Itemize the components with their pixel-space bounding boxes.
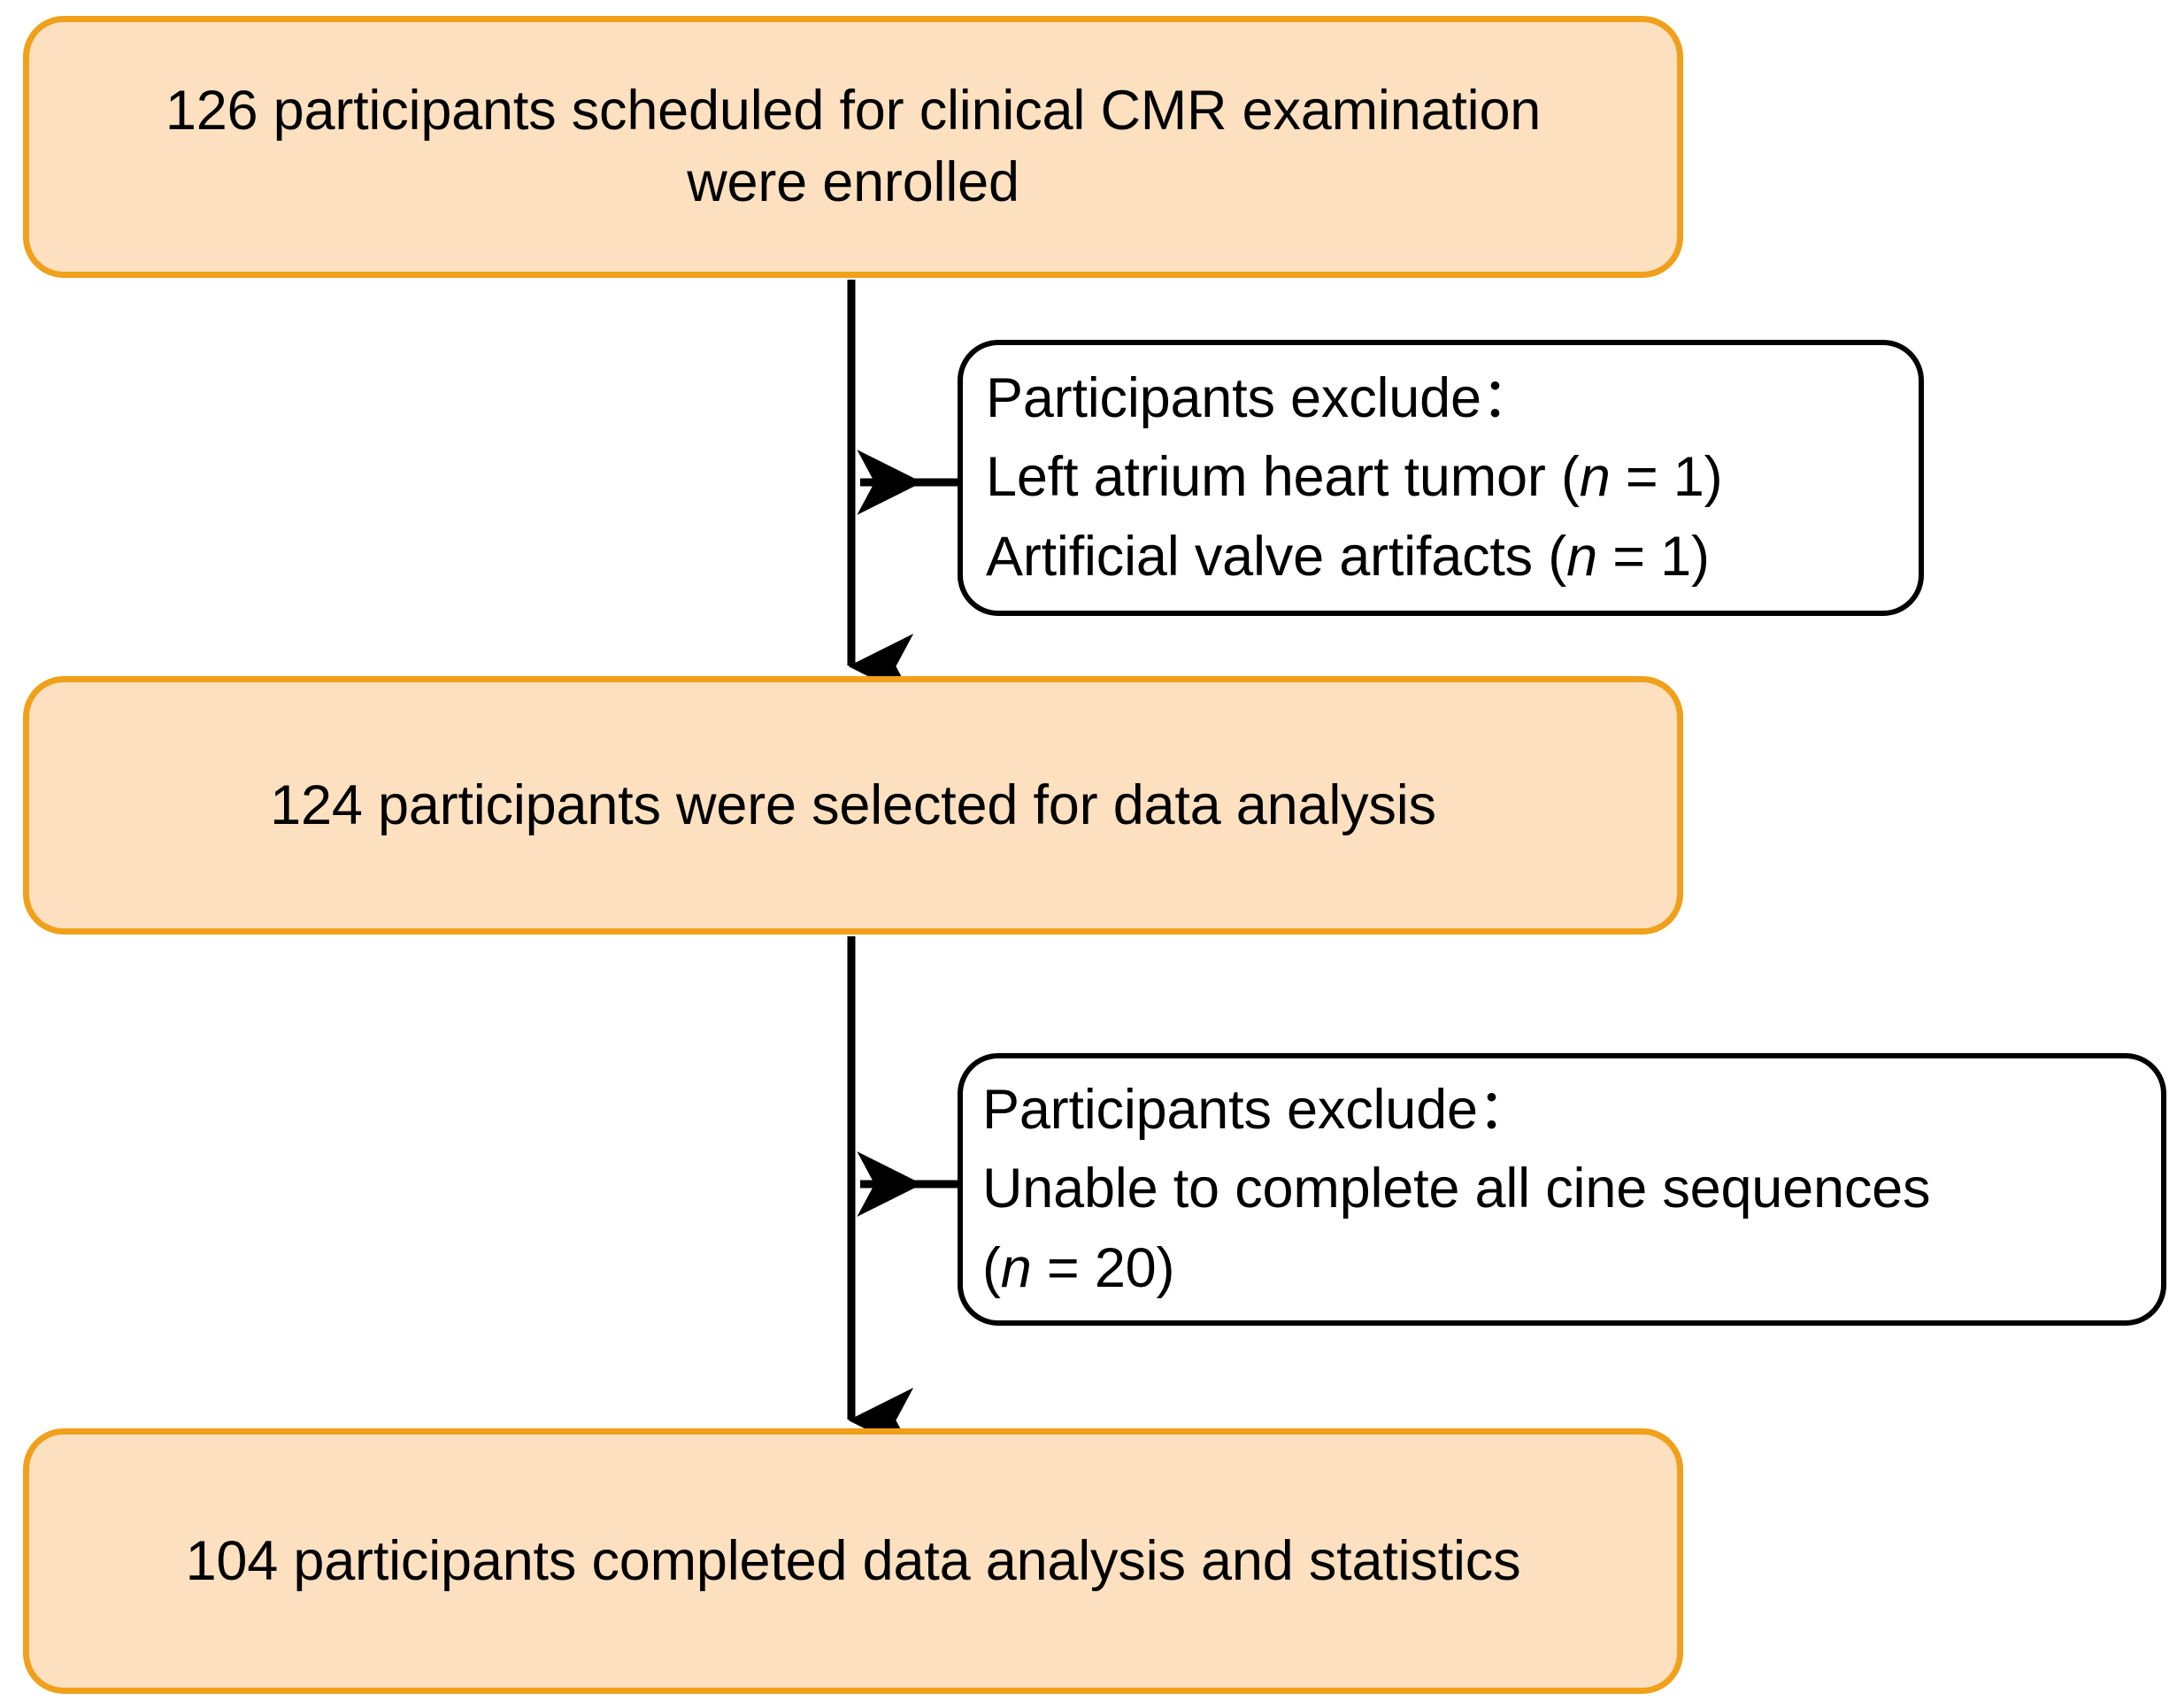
node-selected: 124 participants were selected for data … bbox=[23, 676, 1683, 935]
exclusion-two-item-2: (n = 20) bbox=[982, 1229, 1930, 1308]
node-enrolled-line1: 126 participants scheduled for clinical … bbox=[165, 80, 1542, 142]
node-exclusion-two-body: Participants exclude： Unable to complete… bbox=[982, 1071, 1930, 1308]
node-completed-label: 104 participants completed data analysis… bbox=[185, 1529, 1521, 1592]
node-selected-label: 124 participants were selected for data … bbox=[270, 773, 1436, 836]
node-exclusion-one: Participants exclude： Left atrium heart … bbox=[958, 340, 1924, 616]
node-exclusion-two: Participants exclude： Unable to complete… bbox=[958, 1053, 2166, 1326]
exclusion-one-item-1-text: Left atrium heart tumor ( bbox=[986, 446, 1580, 509]
exclusion-one-item-2-value: = 1) bbox=[1596, 525, 1710, 588]
exclusion-two-item-2-value: = 20) bbox=[1031, 1236, 1175, 1299]
node-enrolled: 126 participants scheduled for clinical … bbox=[23, 16, 1683, 278]
exclusion-one-item-1-value: = 1) bbox=[1610, 446, 1723, 509]
exclusion-two-heading: Participants exclude： bbox=[982, 1078, 1534, 1141]
node-enrolled-label: 126 participants scheduled for clinical … bbox=[165, 75, 1541, 218]
node-enrolled-line2: were enrolled bbox=[687, 151, 1019, 213]
exclusion-one-item-2: Artificial valve artifacts (n = 1) bbox=[986, 518, 1722, 596]
exclusion-one-heading: Participants exclude： bbox=[986, 366, 1537, 429]
exclusion-one-item-1-n: n bbox=[1579, 446, 1611, 509]
node-exclusion-one-body: Participants exclude： Left atrium heart … bbox=[986, 359, 1723, 596]
exclusion-one-item-2-n: n bbox=[1566, 525, 1597, 588]
exclusion-one-item-1: Left atrium heart tumor (n = 1) bbox=[986, 438, 1723, 517]
exclusion-two-item-1: Unable to complete all cine sequences bbox=[982, 1158, 1931, 1220]
node-completed: 104 participants completed data analysis… bbox=[23, 1428, 1683, 1694]
exclusion-two-item-2-n: n bbox=[1000, 1236, 1032, 1299]
exclusion-one-item-2-text: Artificial valve artifacts ( bbox=[986, 525, 1567, 588]
exclusion-two-item-2-open: ( bbox=[982, 1236, 1001, 1299]
